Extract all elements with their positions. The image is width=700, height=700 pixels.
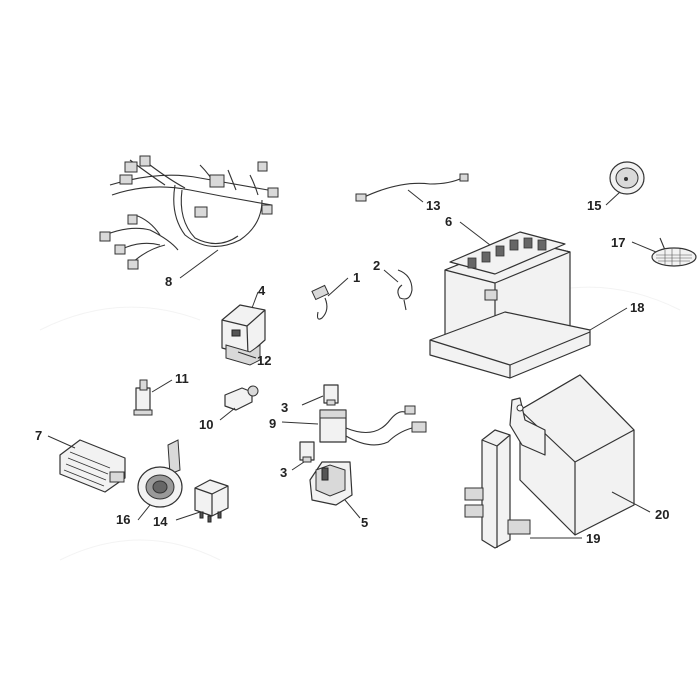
part-battery-box (509, 374, 635, 536)
part-clip (397, 269, 413, 311)
callout-20: 20 (655, 507, 669, 522)
callout-10: 10 (199, 417, 213, 432)
part-connector (224, 385, 259, 411)
leader-16 (137, 504, 151, 521)
callout-6: 6 (445, 214, 452, 229)
callout-14: 14 (153, 514, 168, 529)
leader-3b (291, 461, 305, 471)
part-fuse-box-cable (319, 405, 427, 446)
leader-11 (151, 379, 173, 393)
part-round-cap (609, 161, 645, 195)
leader-13 (407, 189, 424, 203)
leader-17 (631, 241, 657, 253)
leader-5 (344, 499, 361, 519)
part-horn (137, 439, 183, 508)
leader-8 (179, 249, 219, 279)
part-cable (355, 173, 469, 202)
part-relay (194, 479, 229, 523)
callout-7: 7 (35, 428, 42, 443)
leader-4 (251, 291, 259, 309)
leader-3a (301, 395, 324, 406)
leader-7 (47, 435, 76, 449)
callout-1: 1 (353, 270, 360, 285)
part-fuse-lower (299, 441, 315, 463)
part-sensor (311, 284, 330, 320)
callout-18: 18 (630, 300, 644, 315)
callout-3-upper: 3 (281, 400, 288, 415)
part-wiring-harness (99, 155, 279, 270)
part-voltage-regulator (59, 439, 126, 493)
leader-2 (383, 269, 399, 283)
callout-11: 11 (175, 371, 189, 386)
callout-5: 5 (361, 515, 368, 530)
part-fuse-upper (323, 384, 339, 406)
part-reflector (651, 237, 697, 267)
callout-13: 13 (426, 198, 440, 213)
callout-15: 15 (587, 198, 601, 213)
callout-9: 9 (269, 416, 276, 431)
callout-4: 4 (258, 283, 266, 298)
leader-1 (327, 277, 349, 297)
part-fuse-holder (133, 379, 153, 416)
callout-19: 19 (586, 531, 600, 546)
leader-10 (219, 407, 236, 421)
callout-8: 8 (165, 274, 172, 289)
leader-18 (589, 307, 628, 331)
part-battery-tray (429, 311, 591, 379)
part-mounting-bracket (464, 429, 531, 549)
callout-16: 16 (116, 512, 130, 527)
leader-14 (175, 511, 201, 521)
callout-12: 12 (257, 353, 271, 368)
leader-15 (605, 191, 621, 206)
part-fuse-housing (309, 461, 353, 506)
leader-12 (237, 351, 257, 359)
callout-2: 2 (373, 258, 380, 273)
leader-9 (281, 421, 319, 425)
callout-3-lower: 3 (280, 465, 287, 480)
part-relay-bracket (221, 304, 266, 366)
callout-17: 17 (611, 235, 625, 250)
leader-6 (459, 221, 491, 246)
leader-20 (611, 491, 651, 513)
